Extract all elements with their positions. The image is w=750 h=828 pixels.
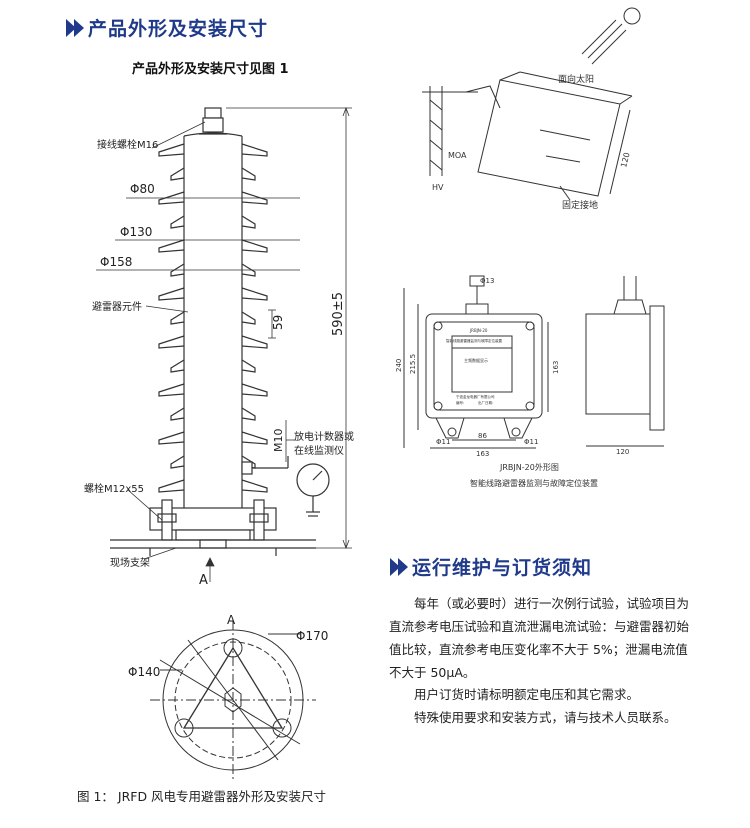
section-title: 产品外形及安装尺寸 xyxy=(88,18,269,40)
figure-caption: 图 1： JRFD 风电专用避雷器外形及安装尺寸 xyxy=(77,789,327,804)
section-title: 运行维护与订货须知 xyxy=(412,557,593,579)
screen-title: JRBJN-20 xyxy=(469,328,488,333)
bottom-view xyxy=(150,620,316,780)
label-ground: 固定接地 xyxy=(562,199,598,211)
double-chevron-icon xyxy=(390,557,408,576)
screen-footer-2: 编号: xyxy=(456,400,464,405)
screen-display: 主频数据显示 xyxy=(464,357,488,363)
label-terminal-bolt: 接线螺栓M16 xyxy=(97,138,158,151)
label-215: 215.5 xyxy=(409,354,417,374)
label-d170: Φ170 xyxy=(296,629,328,643)
monitor-caption-2: 智能线路避雷器监测与故障定位装置 xyxy=(470,478,598,488)
insulator-shed xyxy=(170,215,256,229)
insulator-shed xyxy=(170,311,256,325)
insulator-shed xyxy=(170,359,256,373)
drawing-subtitle: 产品外形及安装尺寸见图 1 xyxy=(132,62,289,77)
double-chevron-icon xyxy=(66,18,84,37)
label-120: 120 xyxy=(616,448,629,456)
section-header-maintenance: 运行维护与订货须知 xyxy=(390,553,592,580)
insulator-shed xyxy=(158,383,268,397)
bottom-view-title: A xyxy=(227,613,236,627)
insulator-shed xyxy=(158,143,268,157)
label-86: 86 xyxy=(478,432,487,440)
label-phi13: Φ13 xyxy=(480,277,494,285)
label-counter-2: 在线监测仪 xyxy=(294,444,344,457)
label-hole2: Φ11 xyxy=(524,438,538,446)
insulator-shed xyxy=(158,335,268,349)
paragraph-ordering: 用户订货时请标明额定电压和其它需求。 xyxy=(414,687,640,702)
insulator-shed xyxy=(158,239,268,253)
label-d158: Φ158 xyxy=(100,255,132,269)
insulator-shed xyxy=(158,479,268,493)
label-d130: Φ130 xyxy=(120,225,152,239)
label-163h: 163 xyxy=(476,450,489,458)
insulator-shed xyxy=(158,191,268,205)
label-counter-1: 放电计数器或 xyxy=(294,430,354,443)
screen-line: 智能线路避雷器监测与故障定位装置 xyxy=(446,338,502,343)
label-m10: M10 xyxy=(272,429,285,453)
label-moa: MOA xyxy=(448,151,467,160)
insulator-shed xyxy=(170,407,256,421)
insulator-shed xyxy=(170,263,256,277)
label-163v: 163 xyxy=(552,361,560,374)
label-pitch: 59 xyxy=(271,315,285,330)
insulator-shed xyxy=(170,167,256,181)
label-240: 240 xyxy=(395,359,403,372)
paragraph-testing: 每年（或必要时）进行一次例行试验，试验项目为直流参考电压试验和直流泄漏电流试验：… xyxy=(389,596,690,680)
monitor-caption-1: JRBJN-20外形图 xyxy=(499,462,559,472)
label-height: 590±5 xyxy=(331,292,346,336)
label-dim-120-side: 120 xyxy=(619,151,631,168)
section-header-dimensions: 产品外形及安装尺寸 xyxy=(66,14,268,41)
label-sun: 面向太阳 xyxy=(558,73,594,85)
label-d80: Φ80 xyxy=(130,182,155,196)
label-bolt-m12: 螺栓M12x55 xyxy=(84,482,144,495)
insulator-shed xyxy=(158,431,268,445)
label-support: 现场支架 xyxy=(110,556,150,569)
label-hv: HV xyxy=(432,183,444,192)
screen-footer-3: 出厂日期: xyxy=(478,400,493,405)
label-element: 避雷器元件 xyxy=(92,300,142,313)
label-d140: Φ140 xyxy=(128,665,160,679)
paragraph-contact: 特殊使用要求和安装方式，请与技术人员联系。 xyxy=(414,710,677,725)
label-hole: Φ11 xyxy=(436,438,450,446)
screen-footer-1: 宁波金龙电器厂有限公司 xyxy=(456,394,495,399)
insulator-shed xyxy=(158,287,268,301)
label-view-a: A xyxy=(199,573,208,588)
